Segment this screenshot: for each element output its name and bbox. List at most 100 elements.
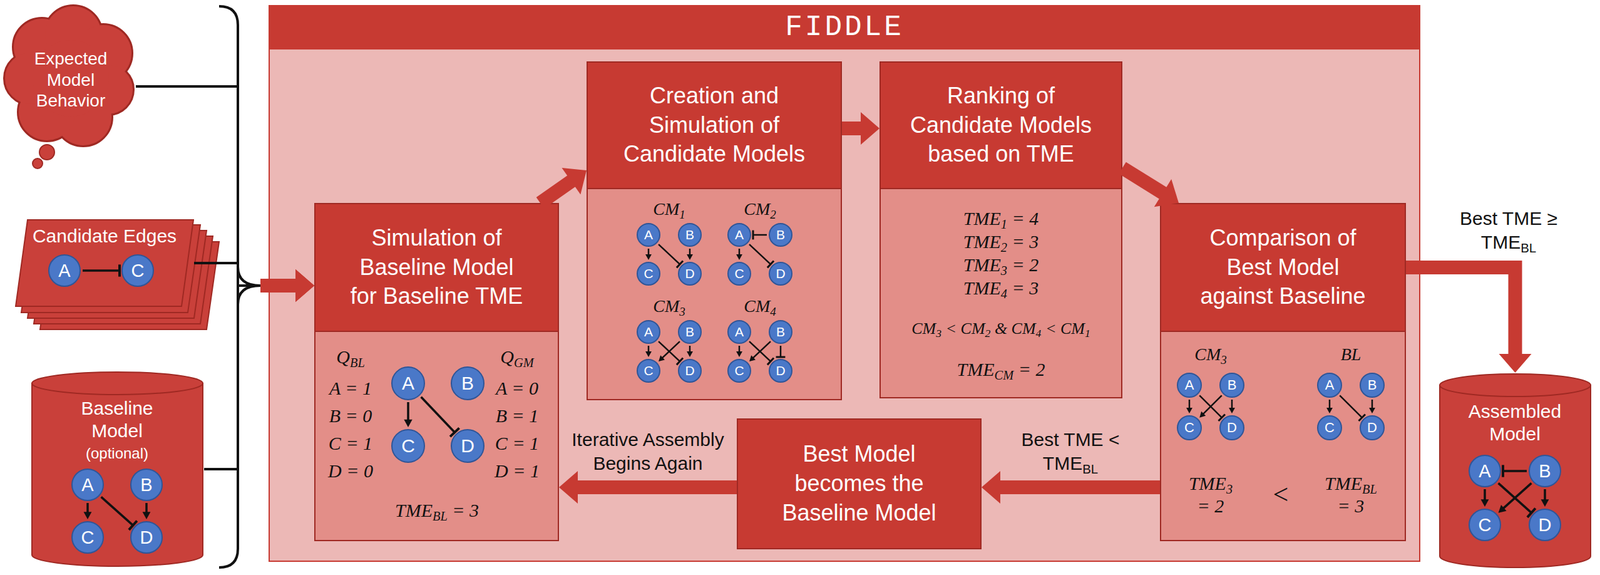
node-letter: D bbox=[1360, 416, 1384, 439]
box-heading: Simulation of Baseline Model for Baselin… bbox=[315, 204, 558, 332]
text-run: TME bbox=[963, 230, 1001, 252]
subscript: BL bbox=[349, 355, 365, 370]
subscript: BL bbox=[1362, 482, 1378, 496]
subscript: 4 bbox=[1035, 326, 1042, 340]
arrow-head bbox=[1499, 353, 1532, 373]
text-run: = 2 bbox=[1013, 358, 1045, 380]
gene-node: A bbox=[636, 222, 661, 247]
text-run: Q bbox=[500, 346, 514, 367]
box-text: QGM bbox=[500, 345, 534, 369]
gene-node: C bbox=[391, 428, 426, 463]
curly-brace bbox=[219, 6, 261, 568]
text-run: Best TME ≥ TME bbox=[1459, 207, 1558, 253]
box-text: CM4 bbox=[743, 295, 777, 317]
node-letter: B bbox=[1529, 455, 1560, 486]
cylinder-top bbox=[31, 371, 203, 395]
box-text: TME3 = 2 bbox=[1188, 471, 1233, 518]
text-run: CM bbox=[652, 296, 680, 316]
gene-node: A bbox=[636, 319, 661, 344]
gene-node: D bbox=[1359, 415, 1385, 441]
box-text: A = 1 bbox=[329, 376, 372, 400]
text-run: TME bbox=[957, 358, 995, 380]
box-text: TMEBL = 3 bbox=[1324, 471, 1378, 518]
box-heading: Comparison of Best Model against Baselin… bbox=[1161, 204, 1405, 332]
node-letter: D bbox=[769, 262, 792, 285]
cylinder-title: Baseline Model bbox=[63, 396, 171, 442]
node-letter: D bbox=[679, 359, 701, 382]
box-text: BL bbox=[1340, 343, 1362, 365]
gene-node: D bbox=[768, 261, 793, 286]
node-letter: B bbox=[769, 321, 792, 343]
text-run: = 4 bbox=[1007, 207, 1039, 229]
node-letter: D bbox=[679, 262, 701, 285]
gene-node: A bbox=[71, 468, 104, 501]
subscript: 3 bbox=[1220, 353, 1227, 367]
gene-node: A bbox=[727, 319, 752, 344]
text-run: TME bbox=[1324, 472, 1363, 494]
box-text: A = 0 bbox=[495, 376, 539, 400]
text-run: TME bbox=[394, 499, 433, 521]
node-letter: C bbox=[728, 262, 750, 285]
text-run: < CM bbox=[941, 319, 986, 338]
subscript: BL bbox=[1082, 461, 1098, 476]
node-letter: C bbox=[728, 359, 750, 382]
node-letter: B bbox=[131, 469, 162, 500]
edge-label: Best TME < TMEBL bbox=[1007, 427, 1134, 475]
box-text: B = 1 bbox=[495, 404, 539, 427]
block-arrow-shaft bbox=[1405, 267, 1516, 355]
box-text: C = 1 bbox=[328, 431, 373, 455]
brace-feed-line bbox=[204, 285, 261, 469]
node-letter: D bbox=[1220, 416, 1244, 439]
gene-node: B bbox=[1528, 454, 1562, 488]
node-letter: C bbox=[1469, 509, 1500, 540]
edge-label: Best TME ≥ TMEBL bbox=[1446, 206, 1572, 254]
node-letter: A bbox=[637, 224, 660, 246]
node-letter: C bbox=[392, 430, 424, 462]
node-letter: B bbox=[769, 224, 792, 246]
brace-feed-line bbox=[194, 262, 261, 286]
box-heading: Creation and Simulation of Candidate Mod… bbox=[587, 62, 841, 190]
box-text: < bbox=[1273, 478, 1289, 512]
cylinder-body bbox=[1439, 384, 1591, 568]
gene-node: D bbox=[677, 358, 702, 383]
text-run: CM bbox=[743, 199, 770, 219]
subscript: 3 bbox=[1226, 482, 1233, 496]
process-box: ABCDABCDABCDABCDCreation and Simulation … bbox=[586, 61, 842, 400]
text-run: = 2 bbox=[1007, 254, 1039, 275]
box-text: TMECM = 2 bbox=[957, 358, 1046, 381]
cloud-text: Expected Model Behavior bbox=[23, 48, 118, 112]
text-run: CM bbox=[652, 199, 680, 219]
card-title: Candidate Edges bbox=[32, 224, 177, 248]
subscript: 2 bbox=[985, 326, 991, 340]
box-text: CM3 < CM2 & CM4 < CM1 bbox=[911, 318, 1091, 339]
box-heading: Ranking of Candidate Models based on TME bbox=[880, 62, 1122, 190]
thought-bubble bbox=[39, 144, 55, 160]
gene-node: A bbox=[1468, 454, 1502, 488]
box-text: D = 1 bbox=[494, 459, 540, 483]
gene-node: D bbox=[130, 520, 163, 554]
subscript: 4 bbox=[769, 304, 777, 318]
gene-node: C bbox=[71, 520, 104, 554]
card-shape bbox=[15, 219, 194, 307]
process-box: Ranking of Candidate Models based on TME… bbox=[879, 61, 1123, 399]
subscript: 1 bbox=[1084, 326, 1091, 340]
node-letter: B bbox=[1360, 373, 1384, 397]
cylinder-note: (optional) bbox=[85, 444, 149, 463]
gene-node: C bbox=[1317, 415, 1343, 441]
text-run: CM bbox=[911, 319, 936, 338]
box-text: B = 0 bbox=[329, 404, 373, 427]
node-letter: A bbox=[637, 321, 660, 343]
subscript: BL bbox=[432, 508, 448, 523]
database-cylinder: ABCD Baseline Model (optional) bbox=[30, 370, 205, 568]
box-text: D = 0 bbox=[328, 459, 374, 483]
node-letter: D bbox=[451, 430, 484, 462]
subscript: 3 bbox=[935, 326, 942, 340]
box-text: TME3 = 2 bbox=[963, 253, 1039, 277]
subscript: 2 bbox=[1000, 240, 1008, 255]
node-letter: C bbox=[1318, 416, 1341, 439]
text-run: < CM bbox=[1041, 319, 1085, 338]
node-letter: C bbox=[1178, 416, 1201, 439]
text-run: = 3 bbox=[447, 499, 479, 521]
gene-node: D bbox=[677, 261, 702, 286]
